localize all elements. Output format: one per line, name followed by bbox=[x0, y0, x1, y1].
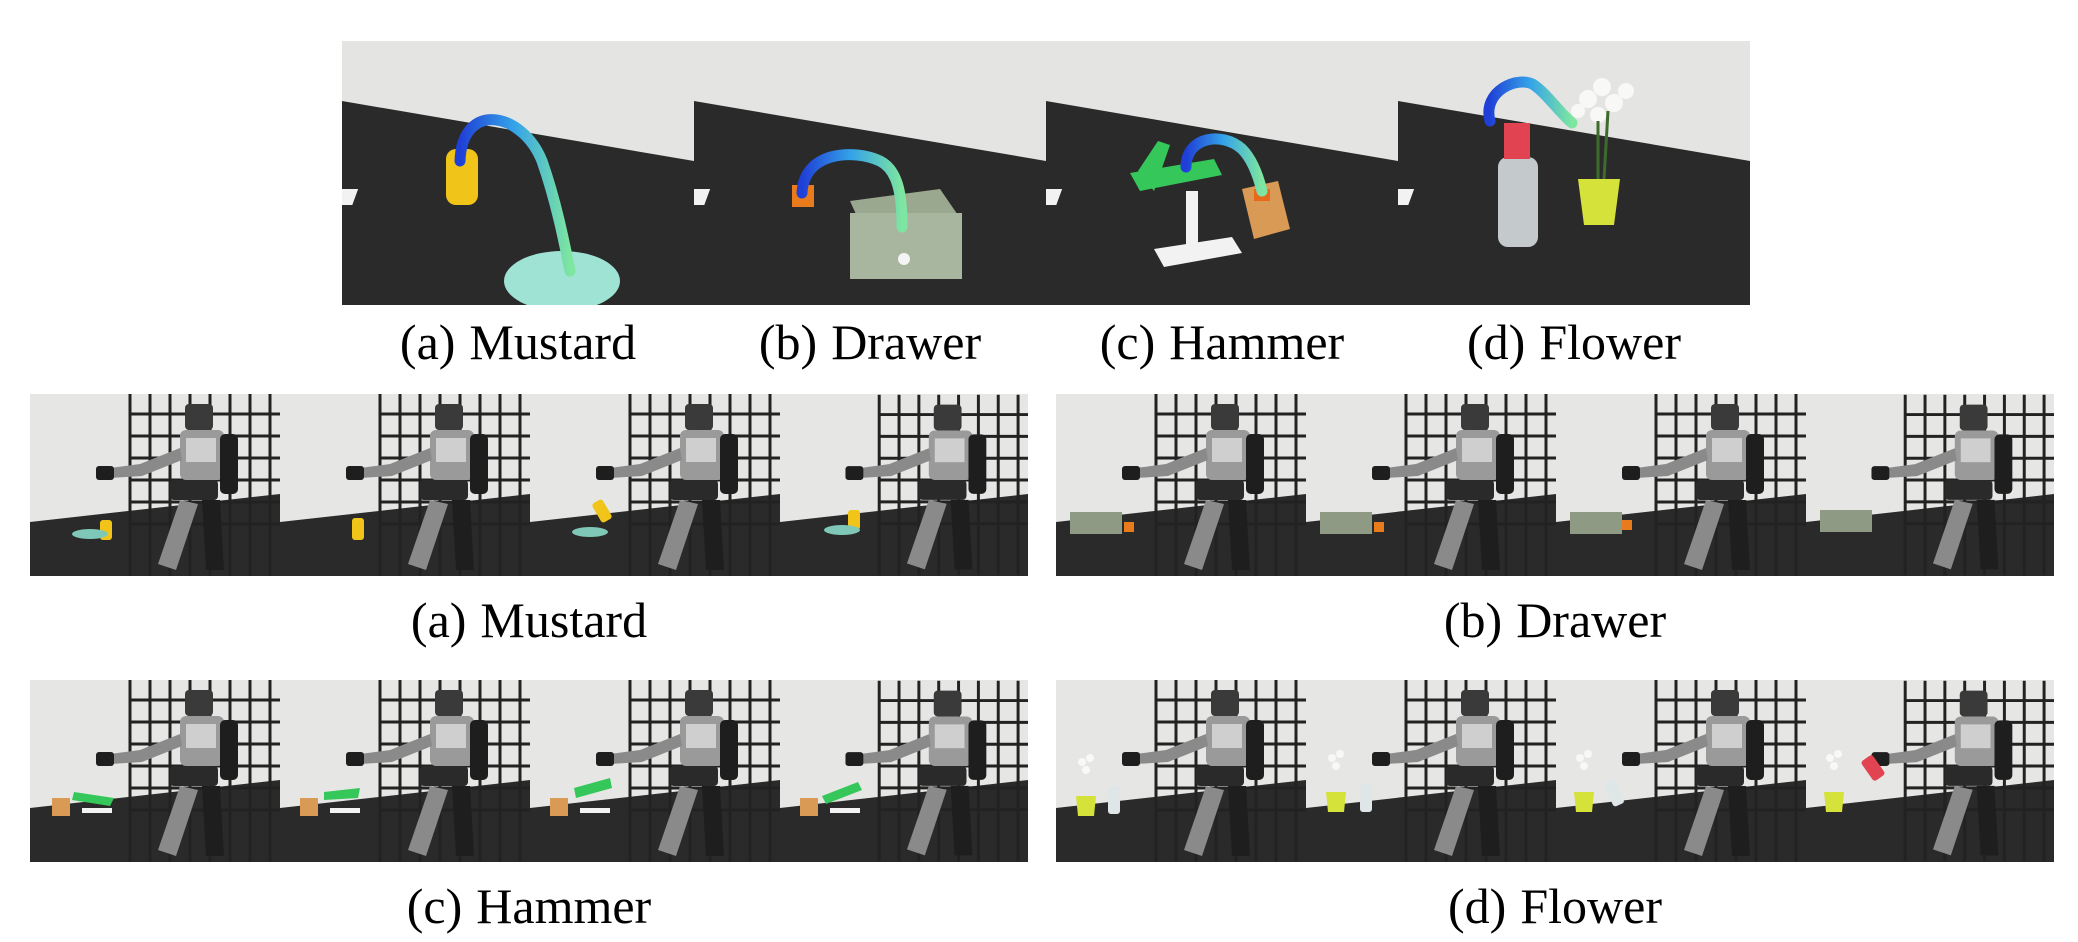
sequence-hammer bbox=[30, 680, 1028, 862]
caption-letter: (b) bbox=[1443, 592, 1503, 648]
caption-name: Hammer bbox=[476, 878, 652, 934]
caption-letter: (d) bbox=[1448, 878, 1507, 934]
caption-letter: (c) bbox=[1099, 314, 1156, 370]
sequence-mustard bbox=[30, 394, 1028, 576]
caption-bottom-flower: (d)Flower bbox=[1056, 876, 2054, 936]
caption-top-mustard: (a)Mustard bbox=[342, 312, 694, 372]
top-photo-mustard bbox=[342, 41, 694, 305]
caption-name: Mustard bbox=[469, 314, 637, 370]
caption-name: Flower bbox=[1520, 878, 1662, 934]
top-photo-drawer bbox=[694, 41, 1046, 305]
caption-mid-mustard: (a)Mustard bbox=[30, 590, 1028, 650]
caption-bottom-hammer: (c)Hammer bbox=[30, 876, 1028, 936]
caption-letter: (d) bbox=[1467, 314, 1526, 370]
caption-name: Drawer bbox=[1516, 592, 1667, 648]
sequence-flower bbox=[1056, 680, 2054, 862]
top-photo-flower bbox=[1398, 41, 1750, 305]
caption-letter: (a) bbox=[410, 592, 467, 648]
caption-name: Flower bbox=[1539, 314, 1681, 370]
caption-top-flower: (d)Flower bbox=[1398, 312, 1750, 372]
caption-letter: (c) bbox=[406, 878, 463, 934]
caption-top-hammer: (c)Hammer bbox=[1046, 312, 1398, 372]
caption-name: Mustard bbox=[480, 592, 648, 648]
caption-name: Drawer bbox=[831, 314, 982, 370]
caption-mid-drawer: (b)Drawer bbox=[1056, 590, 2054, 650]
caption-top-drawer: (b)Drawer bbox=[694, 312, 1046, 372]
caption-name: Hammer bbox=[1169, 314, 1345, 370]
caption-letter: (b) bbox=[758, 314, 818, 370]
caption-letter: (a) bbox=[399, 314, 456, 370]
sequence-drawer bbox=[1056, 394, 2054, 576]
top-photo-hammer bbox=[1046, 41, 1398, 305]
